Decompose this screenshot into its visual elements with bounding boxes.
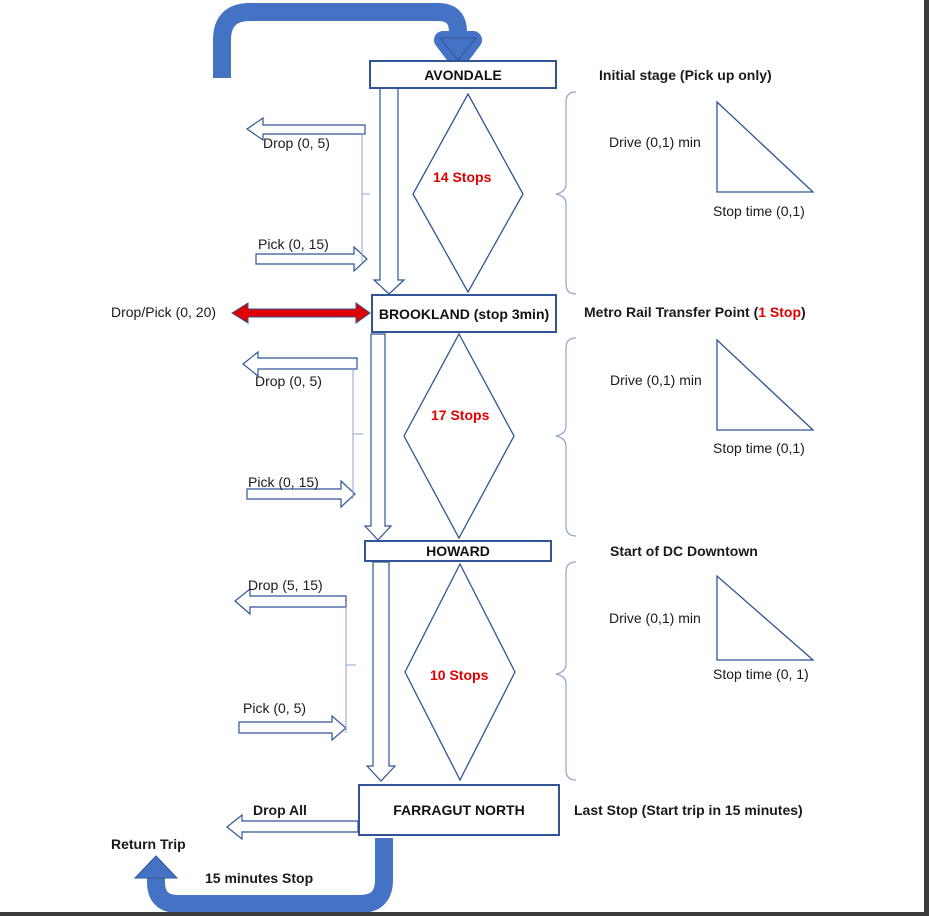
right-brace-2 [555, 337, 577, 537]
note-metro-count: 1 Stop [758, 304, 802, 320]
note-metro-transfer: Metro Rail Transfer Point (1 Stop) [584, 304, 806, 320]
return-loop-arrowhead [133, 855, 179, 879]
segment-2-drive-label: Drive (0,1) min [610, 372, 702, 388]
station-howard-label: HOWARD [426, 543, 490, 559]
station-avondale: AVONDALE [369, 60, 557, 89]
pick-arrow-1 [255, 245, 368, 273]
time-triangle-1 [716, 100, 815, 193]
note-last-stop: Last Stop (Start trip in 15 minutes) [574, 802, 803, 818]
left-brace-3 [345, 607, 356, 733]
note-downtown: Start of DC Downtown [610, 543, 758, 559]
segment-2-stop-count: 17 Stops [431, 407, 490, 423]
right-brace-3 [555, 561, 577, 781]
segment-3-stop-count: 10 Stops [430, 667, 489, 683]
segment-1-drop-label: Drop (0, 5) [263, 135, 330, 151]
drop-arrow-3 [234, 587, 347, 616]
transfer-label: Drop/Pick (0, 20) [111, 304, 217, 320]
window-edge-right [924, 0, 929, 916]
station-brookland-label: BROOKLAND (stop 3min) [378, 305, 550, 322]
drop-all-arrow [226, 813, 359, 841]
segment-2-pick-label: Pick (0, 15) [248, 474, 319, 490]
pick-arrow-2 [246, 479, 356, 509]
fifteen-minute-stop-label: 15 minutes Stop [205, 870, 314, 886]
top-loop-arrow [213, 3, 482, 78]
drop-arrow-1 [245, 116, 366, 142]
segment-3-drop-label: Drop (5, 15) [248, 577, 323, 593]
top-loop-arrowhead [438, 37, 478, 61]
note-metro-suffix: ) [801, 304, 806, 320]
segment-1-stop-count: 14 Stops [433, 169, 492, 185]
drop-arrow-2 [242, 350, 358, 378]
segment-3-stop-time-label: Stop time (0, 1) [713, 666, 809, 682]
right-brace-1 [555, 91, 577, 295]
stop-diamond-3 [404, 562, 516, 782]
segment-2-drop-label: Drop (0, 5) [255, 373, 322, 389]
window-edge-bottom [0, 912, 929, 916]
time-triangle-2 [716, 338, 815, 431]
pick-arrow-3 [238, 714, 347, 742]
station-avondale-label: AVONDALE [424, 66, 502, 83]
note-metro-prefix: Metro Rail Transfer Point ( [584, 304, 759, 320]
station-howard: HOWARD [364, 540, 552, 562]
station-farragut-north-label: FARRAGUT NORTH [393, 802, 525, 818]
stop-diamond-1 [412, 92, 524, 294]
drop-all-label: Drop All [253, 802, 307, 818]
segment-3-pick-label: Pick (0, 5) [243, 700, 307, 716]
main-route-arrow-1 [372, 87, 406, 295]
left-brace-2 [352, 369, 363, 499]
transfer-double-arrow [231, 302, 371, 324]
return-loop-arrow [147, 838, 393, 913]
left-brace-1 [361, 133, 370, 262]
segment-1-pick-label: Pick (0, 15) [258, 236, 329, 252]
station-brookland: BROOKLAND (stop 3min) [371, 294, 557, 333]
segment-1-stop-time-label: Stop time (0,1) [713, 203, 805, 219]
return-trip-label: Return Trip [111, 836, 186, 852]
stop-diamond-2 [403, 332, 515, 540]
segment-3-drive-label: Drive (0,1) min [609, 610, 701, 626]
note-initial-stage: Initial stage (Pick up only) [599, 67, 772, 83]
station-farragut-north: FARRAGUT NORTH [358, 784, 560, 836]
main-route-arrow-2 [363, 333, 393, 541]
time-triangle-3 [716, 574, 815, 661]
main-route-arrow-3 [365, 561, 397, 782]
segment-2-stop-time-label: Stop time (0,1) [713, 440, 805, 456]
segment-1-drive-label: Drive (0,1) min [609, 134, 701, 150]
